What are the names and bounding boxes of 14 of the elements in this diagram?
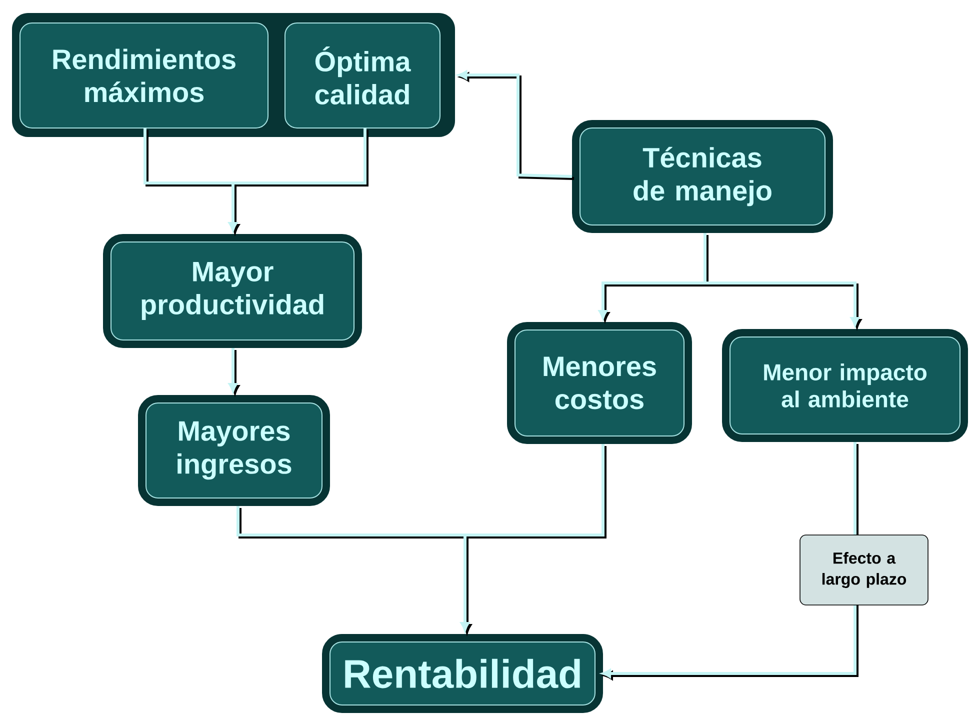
edge-label: Efecto a largo plazo [800,534,928,606]
arrow [458,70,574,180]
process-box: Menor impacto al ambiente [722,329,968,442]
process-box: Rentabilidad [322,634,603,713]
process-box: Rendimientos máximos [20,22,268,128]
arrow [228,348,240,394]
arrow [460,444,606,634]
arrow [228,128,368,234]
process-box: Técnicas de manejo [572,120,834,233]
process-box: Menores costos [507,322,692,444]
arrow [704,233,862,328]
process-box: Mayores ingresos [138,395,330,506]
process-box: Óptima calidad [284,22,440,128]
process-box: Mayor productividad [103,234,362,348]
